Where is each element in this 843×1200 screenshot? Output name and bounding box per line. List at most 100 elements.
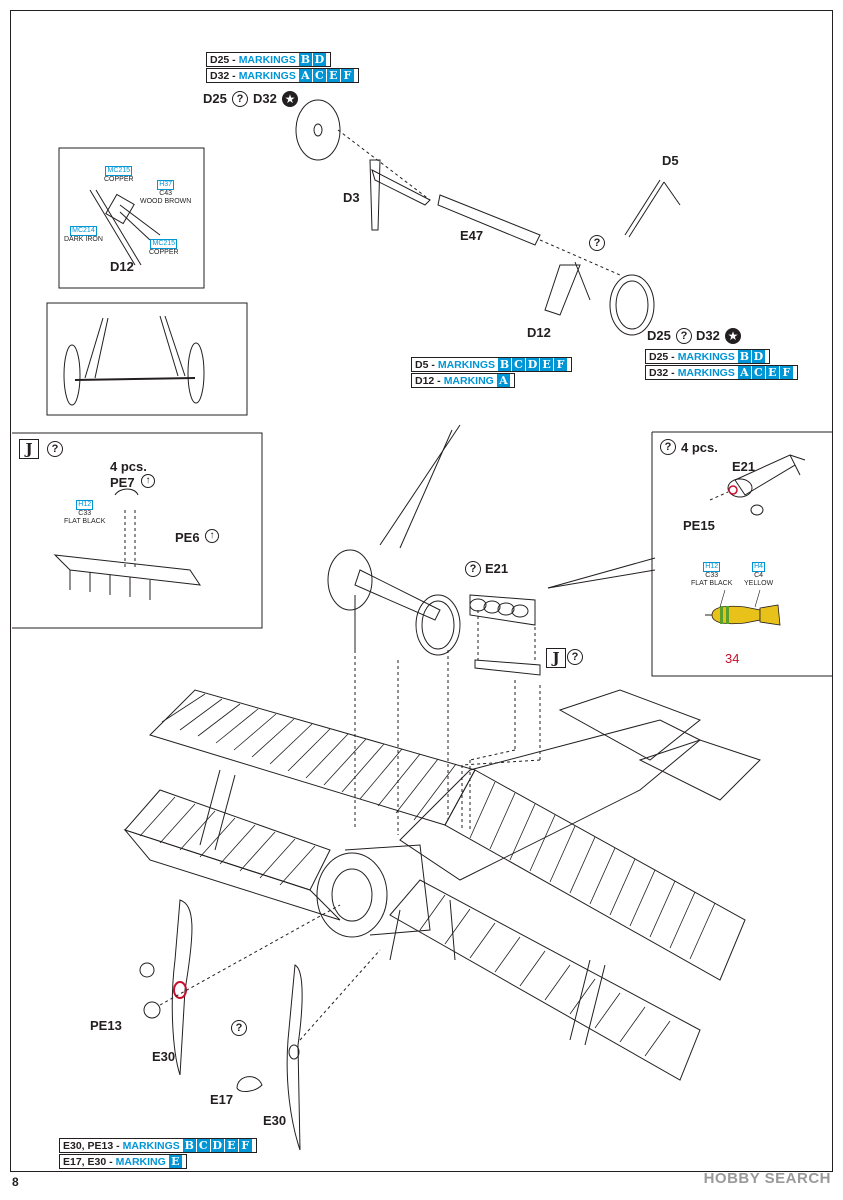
- marking-letter: C: [751, 366, 765, 379]
- paint-callout-mc214: MC214 DARK IRON: [64, 226, 103, 244]
- marking-keyword: MARKINGS: [238, 69, 296, 82]
- question-icon: ?: [676, 328, 692, 344]
- marking-keyword: MARKINGS: [677, 366, 735, 379]
- marking-letter: B: [498, 358, 512, 371]
- marking-letter: C: [196, 1139, 210, 1152]
- marking-part-label: D32 -: [210, 69, 236, 82]
- marking-box-mid-d5: D5 - MARKINGS B C D E F: [411, 357, 573, 372]
- paint-name: COPPER: [149, 249, 179, 256]
- star-icon: ★: [282, 91, 298, 107]
- marking-keyword: MARKING: [443, 374, 494, 387]
- marking-letter: D: [751, 350, 765, 363]
- marking-letter: A: [737, 366, 751, 379]
- paint-code-alt: C33: [705, 572, 719, 579]
- subassembly-j-badge: J: [19, 439, 39, 459]
- part-label-e30: E30: [152, 1049, 176, 1064]
- marking-letter: D: [312, 53, 326, 66]
- marking-keyword: MARKINGS: [437, 358, 496, 371]
- paint-code: H4: [752, 562, 766, 572]
- paint-name: YELLOW: [744, 580, 774, 587]
- marking-letter: B: [298, 53, 312, 66]
- paint-code: MC215: [150, 239, 178, 249]
- variant-label-d32: D32: [696, 328, 720, 343]
- marking-part-label: D25 -: [210, 53, 236, 66]
- marking-part-label: E30, PE13 -: [63, 1139, 120, 1152]
- paint-code-alt: C33: [78, 510, 92, 517]
- paint-callout-h12: H12 C33 FLAT BLACK: [691, 562, 732, 588]
- marking-letter: C: [512, 358, 526, 371]
- marking-keyword: MARKINGS: [677, 350, 735, 363]
- part-label-pe6: PE6: [175, 530, 200, 545]
- marking-letter: F: [554, 358, 568, 371]
- arrow-up-icon: ↑: [141, 474, 155, 488]
- part-label-e47: E47: [460, 228, 484, 243]
- paint-code: MC214: [70, 226, 97, 236]
- upper-wing-left: [149, 689, 476, 826]
- question-icon: ?: [567, 649, 583, 665]
- quantity-label: 4 pcs.: [681, 440, 718, 455]
- marking-letter: A: [496, 374, 510, 387]
- marking-letter: F: [340, 69, 354, 82]
- part-label-34: 34: [725, 651, 740, 666]
- marking-part-label: E17, E30 -: [63, 1155, 113, 1168]
- marking-letter: F: [238, 1139, 252, 1152]
- marking-box-mid-d12: D12 - MARKING A: [411, 373, 515, 388]
- paint-callout-mc215: MC215 COPPER: [149, 239, 179, 257]
- paint-name: FLAT BLACK: [691, 580, 733, 587]
- marking-part-label: D32 -: [649, 366, 675, 379]
- paint-code-alt: C4: [754, 572, 764, 579]
- marking-part-label: D5 -: [415, 358, 435, 371]
- marking-keyword: MARKINGS: [122, 1139, 180, 1152]
- variant-label-d25: D25: [647, 328, 671, 343]
- marking-keyword: MARKINGS: [238, 53, 296, 66]
- paint-name: DARK IRON: [64, 236, 103, 243]
- marking-letter: E: [326, 69, 340, 82]
- marking-box-right-d25: D25 - MARKINGS B D: [645, 349, 770, 364]
- paint-callout-h12: H12 C33 FLAT BLACK: [64, 500, 105, 526]
- marking-box-bottom-e30-pe13: E30, PE13 - MARKINGS B C D E F: [59, 1138, 257, 1153]
- paint-name: FLAT BLACK: [64, 518, 106, 525]
- inset-d12-detail-frame: [58, 147, 205, 289]
- part-label-d5: D5: [662, 153, 679, 168]
- marking-letter: A: [298, 69, 312, 82]
- paint-code-alt: C43: [159, 190, 173, 197]
- marking-letter: B: [737, 350, 751, 363]
- page-frame: [10, 10, 833, 1172]
- marking-part-label: D25 -: [649, 350, 675, 363]
- part-label-d3: D3: [343, 190, 360, 205]
- marking-letter: B: [182, 1139, 196, 1152]
- subassembly-j-badge: J: [546, 648, 566, 668]
- variant-label-d32: D32: [253, 91, 277, 106]
- paint-code: H37: [157, 180, 175, 190]
- bomb-34-illustration: [705, 589, 781, 626]
- question-icon: ?: [589, 235, 605, 251]
- paint-code: H12: [76, 500, 94, 510]
- marking-keyword: MARKING: [115, 1155, 166, 1168]
- marking-letter: F: [779, 366, 793, 379]
- part-label-pe15: PE15: [683, 518, 715, 533]
- paint-name: WOOD BROWN: [140, 198, 192, 205]
- inset-gear-front-frame: [46, 302, 248, 416]
- marking-part-label: D12 -: [415, 374, 441, 387]
- part-label-d12-inset: D12: [110, 259, 134, 274]
- marking-letter: D: [210, 1139, 224, 1152]
- question-icon: ?: [47, 441, 63, 457]
- marking-letter: E: [224, 1139, 238, 1152]
- part-label-e30: E30: [263, 1113, 287, 1128]
- paint-callout-mc215: MC215 COPPER: [104, 166, 134, 184]
- arrow-up-icon: ↑: [205, 529, 219, 543]
- question-icon: ?: [465, 561, 481, 577]
- page-number: 8: [12, 1175, 19, 1189]
- paint-name: COPPER: [104, 176, 134, 183]
- paint-callout-h4: H4 C4 YELLOW: [744, 562, 773, 588]
- paint-code: MC215: [105, 166, 133, 176]
- marking-letter: C: [312, 69, 326, 82]
- paint-callout-h37: H37 C43 WOOD BROWN: [140, 180, 191, 206]
- question-icon: ?: [231, 1020, 247, 1036]
- variant-label-d25: D25: [203, 91, 227, 106]
- part-label-d12: D12: [527, 325, 551, 340]
- quantity-label: 4 pcs.: [110, 459, 147, 474]
- marking-letter: E: [540, 358, 554, 371]
- marking-box-right-d32: D32 - MARKINGS A C E F: [645, 365, 798, 380]
